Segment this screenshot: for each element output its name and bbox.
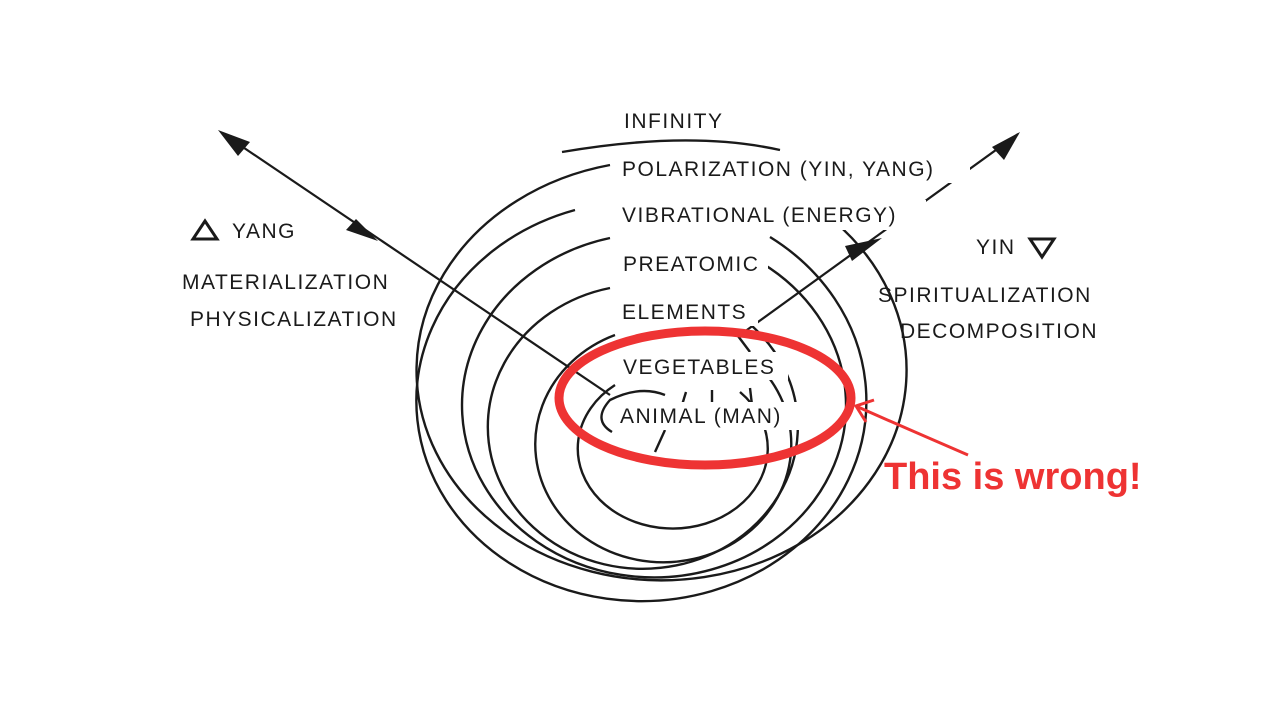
- yang-side: YANG MATERIALIZATION PHYSICALIZATION: [182, 218, 398, 331]
- label-vegetables: VEGETABLES: [623, 356, 775, 379]
- yang-arrow-head-1: [218, 130, 250, 156]
- label-infinity: INFINITY: [624, 110, 724, 133]
- yin-side: YIN SPIRITUALIZATION DECOMPOSITION: [878, 236, 1098, 343]
- ring-core: [600, 389, 666, 434]
- ring-vibrational: [415, 208, 868, 603]
- yin-arrow-head-2: [845, 238, 882, 261]
- yin-arrow: [739, 132, 1020, 336]
- concentric-rings: [415, 139, 908, 603]
- triangle-up-icon: [190, 218, 220, 241]
- decomposition-label: DECOMPOSITION: [900, 320, 1098, 343]
- triangle-down-icon: [1027, 237, 1057, 260]
- materialization-label: MATERIALIZATION: [182, 271, 389, 294]
- ring-polarization: [415, 163, 908, 582]
- yang-label: YANG: [232, 220, 296, 243]
- ring-tick-4: [653, 429, 667, 453]
- yang-arrow-head-2: [346, 219, 378, 241]
- yang-arrow-line: [221, 132, 611, 396]
- annotation-circle: [554, 326, 856, 470]
- annotation: This is wrong!: [554, 326, 1142, 498]
- level-labels: INFINITY POLARIZATION (YIN, YANG) VIBRAT…: [618, 100, 970, 430]
- spiritualization-label: SPIRITUALIZATION: [878, 284, 1092, 307]
- label-vibrational: VIBRATIONAL (ENERGY): [622, 204, 897, 227]
- label-preatomic: PREATOMIC: [623, 253, 759, 276]
- physicalization-label: PHYSICALIZATION: [190, 308, 398, 331]
- annotation-text: This is wrong!: [884, 456, 1142, 498]
- ring-infinity: [561, 139, 781, 154]
- label-animal: ANIMAL (MAN): [620, 405, 782, 428]
- yin-arrow-line: [739, 133, 1019, 336]
- label-elements: ELEMENTS: [622, 301, 747, 324]
- label-polarization: POLARIZATION (YIN, YANG): [622, 158, 935, 181]
- annotation-pointer-line: [857, 405, 969, 457]
- yang-arrow: [218, 130, 611, 396]
- yin-arrow-head-1: [992, 132, 1020, 160]
- ring-tick-5: [737, 335, 751, 353]
- yin-label: YIN: [976, 236, 1016, 259]
- annotation-pointer-head: [853, 398, 875, 423]
